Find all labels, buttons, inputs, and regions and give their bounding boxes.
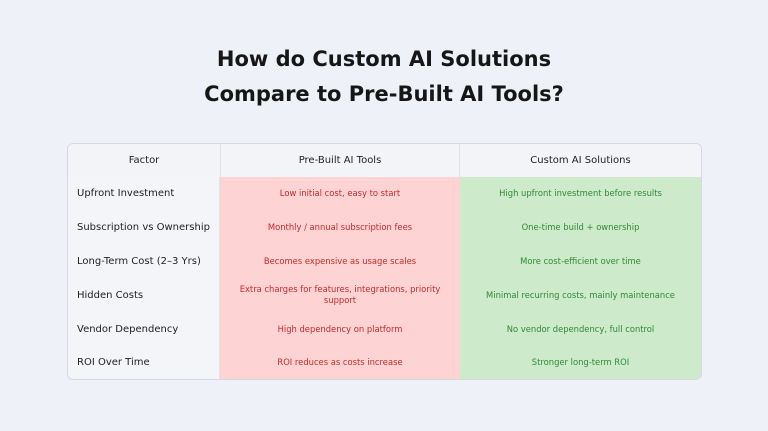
custom-cell: One-time build + ownership xyxy=(460,210,701,245)
header-factor: Factor xyxy=(68,144,220,177)
table-row: ROI Over Time ROI reduces as costs incre… xyxy=(68,345,701,379)
prebuilt-cell: High dependency on platform xyxy=(220,312,460,346)
custom-cell: Minimal recurring costs, mainly maintena… xyxy=(460,278,701,313)
prebuilt-cell: Low initial cost, easy to start xyxy=(220,177,460,211)
prebuilt-cell: Monthly / annual subscription fees xyxy=(220,210,460,245)
comparison-table: Factor Pre-Built AI Tools Custom AI Solu… xyxy=(67,143,702,380)
custom-cell: No vendor dependency, full control xyxy=(460,312,701,346)
factor-cell: Hidden Costs xyxy=(68,278,220,313)
factor-cell: Long-Term Cost (2–3 Yrs) xyxy=(68,244,220,279)
title-line-1: How do Custom AI Solutions xyxy=(216,47,552,71)
custom-cell: High upfront investment before results xyxy=(460,177,701,211)
table-row: Long-Term Cost (2–3 Yrs) Becomes expensi… xyxy=(68,244,701,279)
factor-cell: Upfront Investment xyxy=(68,177,220,211)
table-row: Vendor Dependency High dependency on pla… xyxy=(68,312,701,346)
table-row: Upfront Investment Low initial cost, eas… xyxy=(68,177,701,211)
prebuilt-cell: ROI reduces as costs increase xyxy=(220,345,460,379)
table-row: Hidden Costs Extra charges for features,… xyxy=(68,278,701,313)
table-row: Subscription vs Ownership Monthly / annu… xyxy=(68,210,701,245)
prebuilt-cell: Becomes expensive as usage scales xyxy=(220,244,460,279)
prebuilt-cell: Extra charges for features, integrations… xyxy=(220,278,460,313)
factor-cell: Vendor Dependency xyxy=(68,312,220,346)
table-header-row: Factor Pre-Built AI Tools Custom AI Solu… xyxy=(68,144,701,177)
page-title: How do Custom AI Solutions Compare to Pr… xyxy=(0,42,768,112)
factor-cell: Subscription vs Ownership xyxy=(68,210,220,245)
factor-cell: ROI Over Time xyxy=(68,345,220,379)
header-custom: Custom AI Solutions xyxy=(460,144,701,177)
header-prebuilt: Pre-Built AI Tools xyxy=(220,144,460,177)
custom-cell: Stronger long-term ROI xyxy=(460,345,701,379)
title-line-2: Compare to Pre-Built AI Tools? xyxy=(204,82,564,106)
custom-cell: More cost-efficient over time xyxy=(460,244,701,279)
